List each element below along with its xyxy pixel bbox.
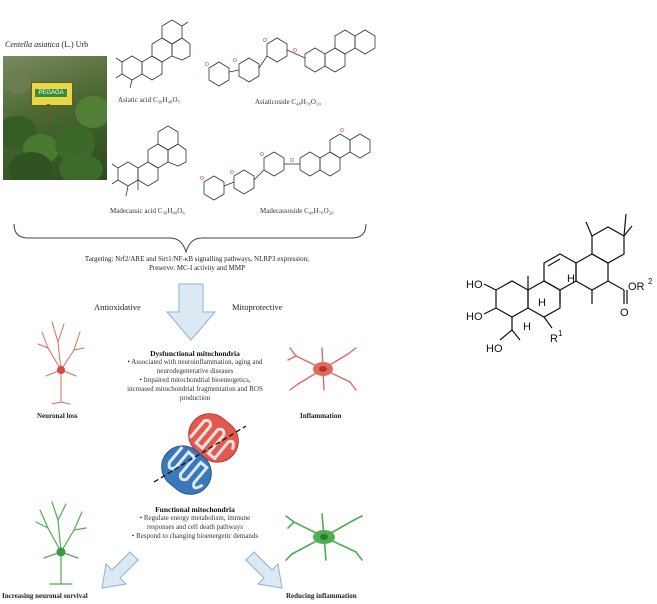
- dysfunctional-title: Dysfunctional mitochondria: [150, 349, 240, 358]
- ho-label-2: HO: [466, 311, 483, 323]
- preserve-text: Preserve: MC-I activity and MMP: [148, 264, 246, 272]
- asiaticoside-structure: O O O O: [205, 29, 376, 87]
- plant-sign-text: PEGAGA: [35, 89, 67, 97]
- general-triterpene-structure: HO HO HO H H H R 1 OR 2 O: [466, 213, 653, 355]
- dysfunctional-bullet-1b: neurodegenerative diseases: [156, 367, 234, 375]
- dysfunctional-bullet-2b: increased mitochondrial fragmentation an…: [127, 385, 263, 393]
- reducing-inflammation-label: Reducing inflammation: [286, 592, 357, 600]
- h-label-1: H: [538, 297, 546, 309]
- madecassic-acid-structure: [111, 125, 187, 197]
- carbonyl-o-label: O: [620, 307, 629, 319]
- healthy-glia-icon: [285, 513, 363, 561]
- increasing-survival-label: Increasing neuronal survival: [2, 592, 88, 600]
- h-label-3: H: [523, 321, 531, 333]
- plant-sign: PEGAGA: [31, 82, 73, 106]
- svg-text:O: O: [230, 170, 234, 176]
- functional-bullet-1a: • Regulate energy metabolism, immune: [139, 514, 251, 522]
- svg-text:O: O: [290, 158, 294, 164]
- damaged-neuron-icon: [37, 321, 85, 405]
- asiatic-acid-caption: Asiatic acid C₃₀H₄₈O₅: [118, 96, 180, 104]
- dysfunctional-bullet-2c: production: [179, 394, 211, 402]
- madecassoside-caption: Madecassoside C₄₈H₇₈O₂₀: [260, 207, 334, 215]
- species-name-italic: Centella asiatica: [5, 40, 60, 49]
- healthy-neuron-icon: [35, 501, 87, 585]
- svg-text:O: O: [263, 38, 267, 44]
- arrow-to-reduction: [245, 551, 283, 589]
- species-name-rest: (L.) Urb: [59, 40, 89, 49]
- functional-bullets: • Regulate energy metabolism, immune res…: [104, 514, 286, 541]
- or2-label: OR: [628, 281, 645, 293]
- madecassic-acid-caption: Madecassic acid C₃₀H₄₈O₆: [110, 207, 185, 215]
- dysfunctional-bullet-2a: • Impaired mitochondrial bioenergetics,: [139, 376, 251, 384]
- asiaticoside-caption: Asiaticoside C₄₈H₇₈O₁₉: [255, 98, 321, 106]
- dysfunctional-bullets: • Associated with neuroinflammation, agi…: [104, 358, 286, 403]
- functional-title: Functional mitochondria: [155, 505, 235, 514]
- down-arrow: [165, 283, 217, 341]
- asiatic-acid-structure: [115, 19, 191, 89]
- svg-text:O: O: [233, 58, 237, 64]
- madecassoside-structure: O O O O O: [200, 128, 371, 201]
- svg-text:O: O: [200, 176, 204, 182]
- plant-photo: PEGAGA: [3, 56, 107, 180]
- r1-superscript: 1: [558, 329, 563, 338]
- svg-text:O: O: [293, 48, 297, 54]
- svg-text:O: O: [260, 152, 264, 158]
- inflamed-glia-icon: [287, 347, 357, 391]
- functional-bullet-2: • Respond to changing bioenergetic deman…: [131, 532, 259, 540]
- functional-bullet-1b: responses and cell death pathways: [146, 523, 244, 531]
- r1-label: R: [550, 333, 558, 345]
- ho-label-1: HO: [466, 279, 483, 291]
- dysfunctional-bullet-1a: • Associated with neuroinflammation, agi…: [127, 358, 263, 366]
- mitochondrion-icon: [153, 413, 247, 495]
- arrow-to-survival: [101, 551, 139, 589]
- antioxidative-label: Antioxidative: [94, 302, 141, 312]
- targeting-text: Targeting: Nrf2/ARE and Sirt1/NF-κB sign…: [84, 255, 310, 263]
- or2-superscript: 2: [648, 277, 653, 286]
- inflammation-label: Inflammation: [300, 412, 342, 420]
- neuronal-loss-label: Neuronal loss: [37, 412, 78, 420]
- mitoprotective-label: Mitoprotective: [232, 302, 283, 312]
- ho-label-3: HO: [486, 343, 503, 355]
- svg-text:O: O: [205, 62, 209, 68]
- svg-text:O: O: [340, 128, 344, 134]
- species-label: Centella asiatica (L.) Urb: [5, 40, 88, 49]
- h-label-2: H: [567, 273, 575, 285]
